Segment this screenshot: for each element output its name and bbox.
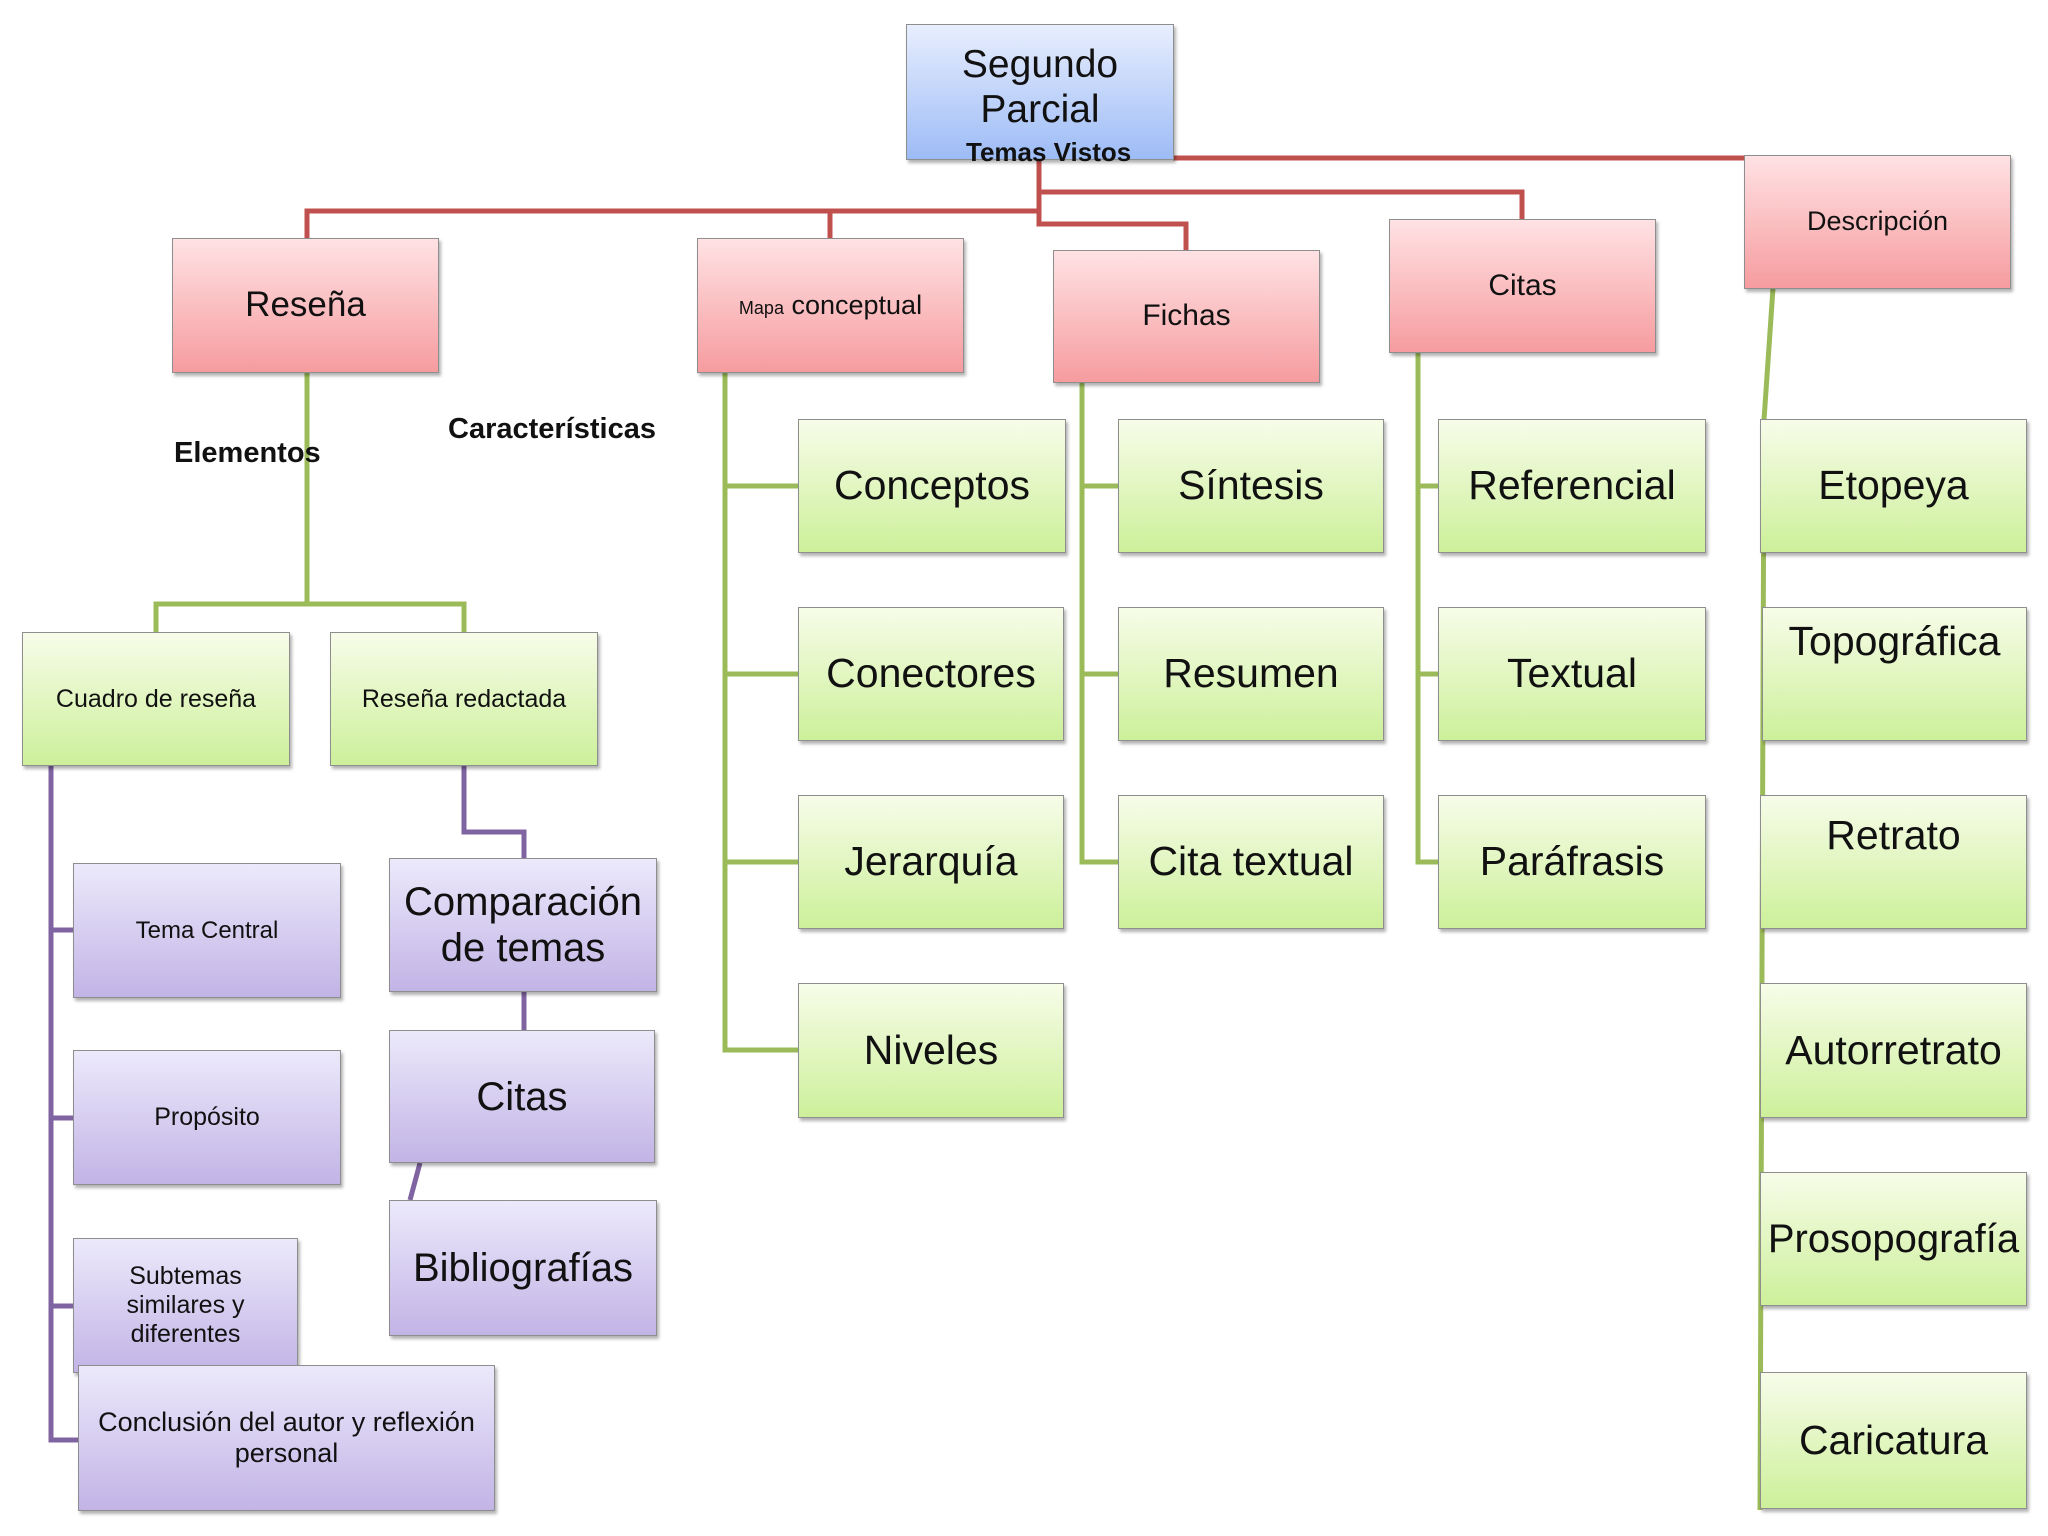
mapa-item-label: Conectores [826,650,1036,697]
cuadro-item-label: Conclusión del autor y reflexión persona… [98,1406,475,1468]
citas-item-parafrasis: Paráfrasis [1438,795,1706,929]
descripcion-item-topografica: Topográfica [1762,607,2027,741]
fichas-item-resumen: Resumen [1118,607,1384,741]
citas-item-referencial: Referencial [1438,419,1706,553]
mapa-item-jerarquia: Jerarquía [798,795,1064,929]
descripcion-item-label: Caricatura [1798,1416,1989,1463]
redactada-item-label: Citas [476,1074,568,1119]
redactada-item-label: Comparación de temas [404,880,642,970]
descripcion-item-prosopografia: Prosopografía [1760,1172,2027,1306]
fichas-item-label: Resumen [1163,650,1339,697]
fichas-item-cita-textual: Cita textual [1118,795,1384,929]
resena-type-redactada: Reseña redactada [330,632,598,766]
redactada-item-comparacion: Comparación de temas [389,858,657,992]
citas-item-label: Textual [1507,650,1637,697]
descripcion-item-caricatura: Caricatura [1760,1372,2027,1509]
cuadro-item-label: Subtemas similares y diferentes [126,1262,245,1348]
mapa-item-conceptos: Conceptos [798,419,1066,553]
fichas-item-sintesis: Síntesis [1118,419,1384,553]
descripcion-item-label: Topográfica [1788,618,2001,664]
mapa-small-label: Mapa [738,297,784,318]
descripcion-item-label: Autorretrato [1785,1026,2002,1073]
redactada-item-label: Bibliografías [412,1246,634,1290]
descripcion-item-etopeya: Etopeya [1760,419,2027,553]
category-resena-label: Reseña [245,285,366,325]
fichas-item-label: Cita textual [1148,838,1354,885]
category-fichas: Fichas [1053,250,1320,383]
label-caracteristicas: Características [448,413,656,445]
citas-item-label: Referencial [1468,462,1676,509]
cuadro-item-subtemas: Subtemas similares y diferentes [73,1238,298,1373]
root-node: Segundo Parcial [906,24,1174,160]
citas-item-label: Paráfrasis [1479,838,1665,885]
mapa-item-label: Jerarquía [844,838,1018,885]
resena-type-cuadro-label: Cuadro de reseña [55,684,257,713]
label-elementos: Elementos [174,437,321,469]
cuadro-item-conclusion: Conclusión del autor y reflexión persona… [78,1365,495,1511]
category-descripcion: Descripción [1744,155,2011,289]
category-citas: Citas [1389,219,1656,353]
descripcion-item-retrato: Retrato [1760,795,2027,929]
category-resena: Reseña [172,238,439,373]
cuadro-item-proposito: Propósito [73,1050,341,1185]
category-citas-label: Citas [1488,268,1557,302]
mapa-item-niveles: Niveles [798,983,1064,1118]
root-subtitle: Temas Vistos [966,137,1132,167]
root-title: Segundo Parcial [961,43,1119,131]
category-mapa-label: Mapa conceptual [739,290,922,321]
mapa-item-label: Niveles [863,1026,999,1073]
mapa-big-label: conceptual [791,289,923,320]
mapa-item-conectores: Conectores [798,607,1064,741]
descripcion-item-label: Retrato [1826,812,1961,858]
resena-type-cuadro: Cuadro de reseña [22,632,290,766]
mapa-item-label: Conceptos [833,462,1030,509]
citas-item-textual: Textual [1438,607,1706,741]
category-mapa-conceptual: Mapa conceptual [697,238,964,373]
descripcion-item-label: Prosopografía [1767,1217,2020,1261]
fichas-item-label: Síntesis [1178,462,1324,509]
cuadro-item-label: Propósito [154,1103,260,1132]
descripcion-item-autorretrato: Autorretrato [1760,983,2027,1118]
descripcion-item-label: Etopeya [1818,462,1969,509]
cuadro-item-tema-central: Tema Central [73,863,341,998]
category-fichas-label: Fichas [1142,299,1231,333]
cuadro-item-label: Tema Central [135,916,279,944]
category-descripcion-label: Descripción [1806,206,1949,237]
resena-type-redactada-label: Reseña redactada [361,684,567,713]
redactada-item-citas: Citas [389,1030,655,1163]
redactada-item-bibliografias: Bibliografías [389,1200,657,1336]
